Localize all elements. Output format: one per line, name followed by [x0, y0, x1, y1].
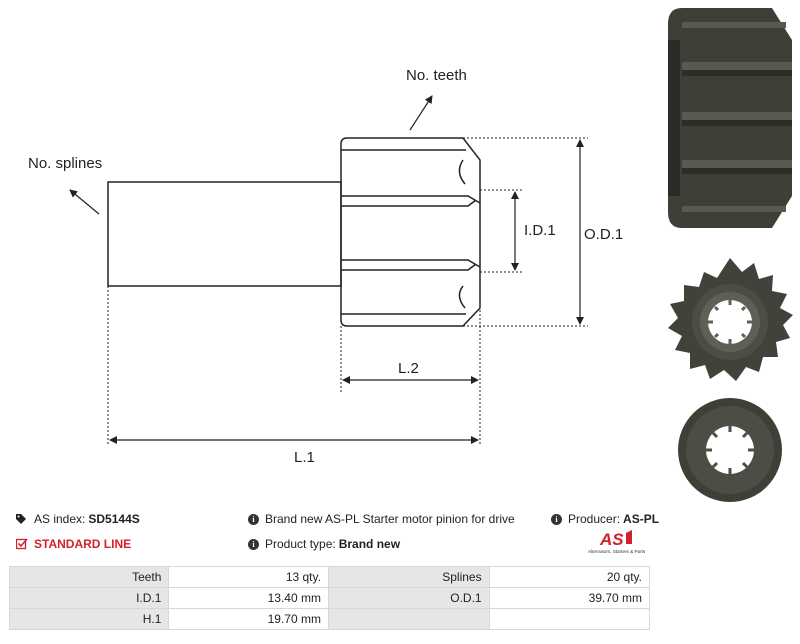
length-2-label: L.2 [398, 360, 419, 377]
outer-diameter-label: O.D.1 [584, 226, 623, 243]
spec-label-cell: I.D.1 [8, 587, 170, 609]
producer-row: i Producer: AS-PL [551, 512, 659, 526]
spec-value-cell [488, 608, 651, 630]
logo-mark: AS [599, 530, 624, 549]
inner-diameter-label: I.D.1 [524, 222, 556, 239]
spec-value-cell: 13.40 mm [168, 587, 329, 609]
product-photo-side [660, 0, 800, 232]
description-row: i Brand new AS-PL Starter motor pinion f… [248, 512, 515, 526]
dimension-arrows [69, 95, 584, 444]
info-icon: i [248, 513, 259, 525]
spec-label-cell: O.D.1 [327, 587, 490, 609]
product-photo-back [678, 398, 782, 502]
spec-value-cell: 19.70 mm [168, 608, 329, 630]
spec-label-cell: Teeth [8, 566, 170, 588]
info-icon: i [551, 513, 562, 525]
teeth-label: No. teeth [406, 67, 467, 84]
spec-value-cell: 39.70 mm [488, 587, 651, 609]
as-index-label: AS index: [34, 512, 86, 526]
spec-label-cell: Splines [327, 566, 490, 588]
spec-label-cell: H.1 [8, 608, 170, 630]
spec-value-cell: 13 qty. [168, 566, 329, 588]
dimension-extensions [107, 137, 588, 446]
shaft-outline [107, 181, 342, 287]
as-index-row: AS index: SD5144S [16, 512, 140, 526]
product-photo-front [668, 258, 793, 381]
splines-label: No. splines [28, 155, 102, 172]
product-type-row: i Product type: Brand new [248, 537, 400, 551]
product-type-label: Product type: [265, 537, 336, 551]
as-index-value: SD5144S [88, 512, 140, 526]
spec-value-cell: 20 qty. [488, 566, 651, 588]
product-type-value: Brand new [338, 537, 401, 551]
tags-icon [16, 514, 28, 524]
description-text: Brand new AS-PL Starter motor pinion for… [265, 512, 515, 526]
technical-drawing: No. teeth No. splines I.D.1 O.D.1 L.2 L.… [28, 67, 623, 466]
checkbox-icon [16, 538, 28, 550]
standard-line-label: STANDARD LINE [34, 537, 132, 551]
producer-value: AS-PL [623, 512, 660, 526]
standard-line-row: STANDARD LINE [16, 537, 131, 551]
gear-outline [340, 137, 481, 327]
length-1-label: L.1 [294, 449, 315, 466]
logo-tagline: Alternators, Starters & Parts [588, 549, 646, 554]
spec-label-cell [327, 608, 490, 630]
info-icon: i [248, 538, 259, 550]
as-pl-logo: AS Alternators, Starters & Parts [588, 528, 648, 556]
producer-label: Producer: [568, 512, 621, 526]
